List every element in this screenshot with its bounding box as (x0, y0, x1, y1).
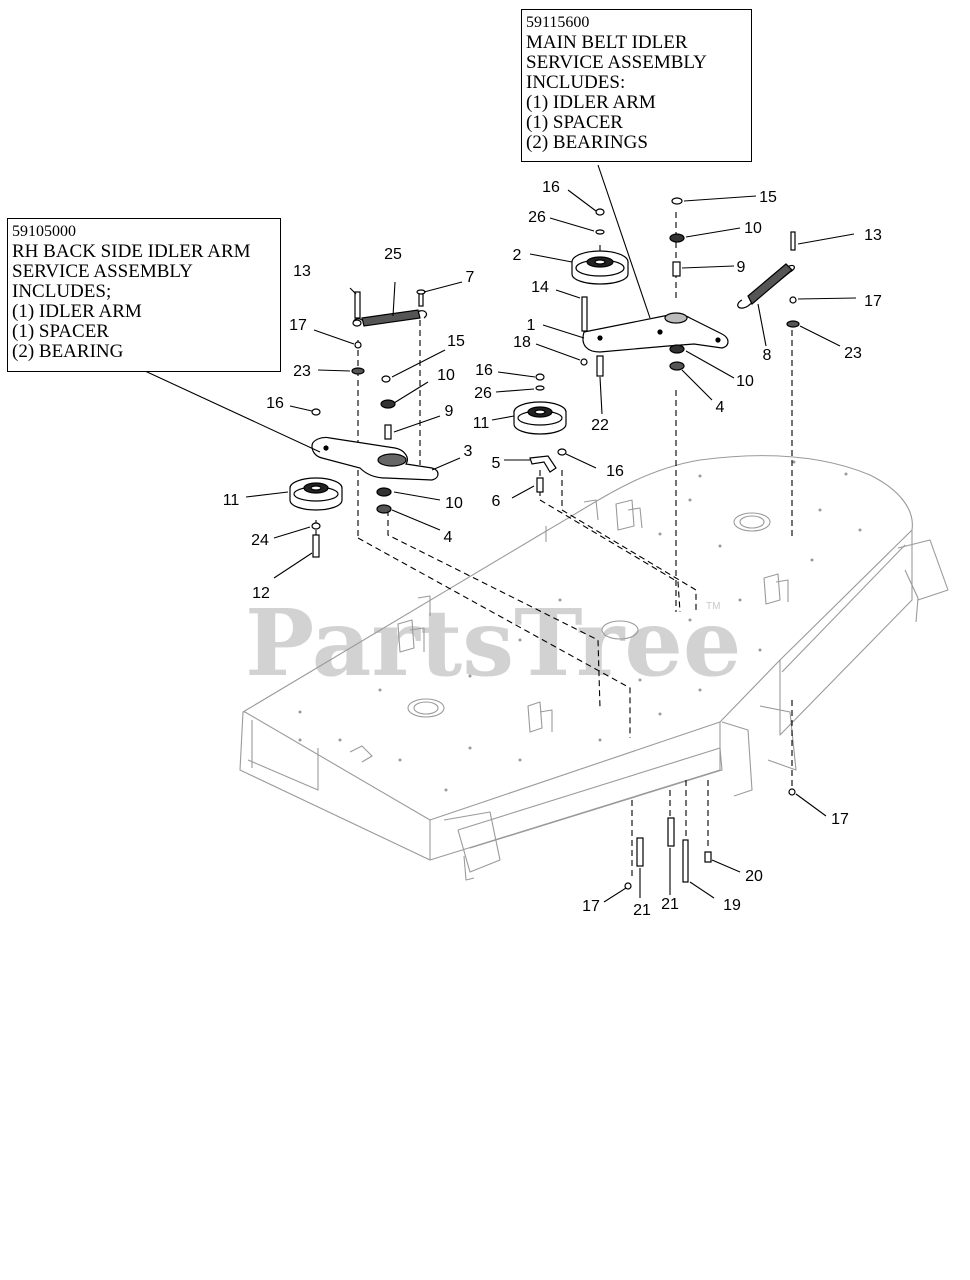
label-20: 20 (745, 868, 763, 885)
callout-line: (2) BEARINGS (526, 132, 648, 153)
rh-back-side-idler-callout: 59105000 RH BACK SIDE IDLER ARM SERVICE … (7, 218, 281, 372)
label-17-b: 17 (864, 293, 882, 310)
rh-idler-arm (311, 436, 439, 481)
pulley-top (571, 250, 629, 285)
pulley-middle (513, 401, 567, 435)
label-26-a: 26 (528, 209, 546, 226)
label-10-b: 10 (445, 495, 463, 512)
label-24: 24 (251, 532, 269, 549)
deck-rivets (298, 460, 862, 792)
label-5: 5 (492, 455, 501, 472)
main-idler-arm (582, 314, 729, 353)
fasteners (311, 197, 800, 890)
callout-line: (1) IDLER ARM (12, 301, 142, 322)
callout-line: INCLUDES: (526, 72, 626, 93)
label-10-d: 10 (736, 373, 754, 390)
label-13-right: 13 (864, 227, 882, 244)
label-13-left: 13 (293, 263, 311, 280)
spring-25 (352, 309, 428, 327)
label-10-c: 10 (744, 220, 762, 237)
parts (289, 197, 800, 890)
bracket-5 (529, 455, 557, 473)
mower-deck (239, 455, 949, 881)
callout-part-number: 59115600 (526, 14, 590, 31)
label-21-b: 21 (661, 896, 679, 913)
callout-line: (1) SPACER (12, 321, 109, 342)
label-11-left: 11 (223, 492, 240, 509)
callout-line: SERVICE ASSEMBLY (526, 52, 707, 73)
callout-line: (1) IDLER ARM (526, 92, 656, 113)
label-10-a: 10 (437, 367, 455, 384)
callout-line: INCLUDES; (12, 281, 112, 302)
label-16-b: 16 (542, 179, 560, 196)
label-21-a: 21 (633, 902, 651, 919)
watermark-tm: TM (706, 601, 720, 612)
callout-line: (2) BEARING (12, 341, 124, 362)
label-3: 3 (464, 443, 473, 460)
callout-part-number: 59105000 (12, 223, 76, 240)
label-23-left: 23 (293, 363, 311, 380)
watermark: PartsTree (245, 589, 741, 697)
label-9-left: 9 (445, 403, 454, 420)
label-17-c: 17 (831, 811, 849, 828)
label-1: 1 (527, 317, 536, 334)
label-16-c: 16 (475, 362, 493, 379)
callout-line: SERVICE ASSEMBLY (12, 261, 193, 282)
leader-lines (144, 164, 857, 903)
label-16-d: 16 (606, 463, 624, 480)
label-26-b: 26 (474, 385, 492, 402)
label-6: 6 (492, 493, 501, 510)
label-14: 14 (531, 279, 549, 296)
label-17-d: 17 (582, 898, 600, 915)
label-15-left: 15 (447, 333, 465, 350)
label-11-middle: 11 (473, 415, 490, 432)
label-12: 12 (252, 585, 270, 602)
label-15-right: 15 (759, 189, 777, 206)
label-17-a: 17 (289, 317, 307, 334)
label-25: 25 (384, 246, 402, 263)
callout-line: (1) SPACER (526, 112, 623, 133)
label-2: 2 (513, 247, 522, 264)
part-number-labels: 1 2 3 4 4 5 6 7 8 9 9 10 10 10 10 11 11 … (223, 179, 882, 919)
label-4-left: 4 (444, 529, 453, 546)
spring-8 (737, 263, 795, 309)
label-4-right: 4 (716, 399, 725, 416)
main-belt-idler-callout: 59115600 MAIN BELT IDLER SERVICE ASSEMBL… (521, 9, 752, 162)
label-22: 22 (591, 417, 609, 434)
label-23-right: 23 (844, 345, 862, 362)
label-7: 7 (466, 269, 475, 286)
label-19: 19 (723, 897, 741, 914)
label-8: 8 (763, 347, 772, 364)
callout-line: RH BACK SIDE IDLER ARM (12, 241, 251, 262)
label-18: 18 (513, 334, 531, 351)
label-16-a: 16 (266, 395, 284, 412)
pulley-left (289, 477, 343, 511)
label-9-right: 9 (737, 259, 746, 276)
callout-line: MAIN BELT IDLER (526, 32, 688, 53)
